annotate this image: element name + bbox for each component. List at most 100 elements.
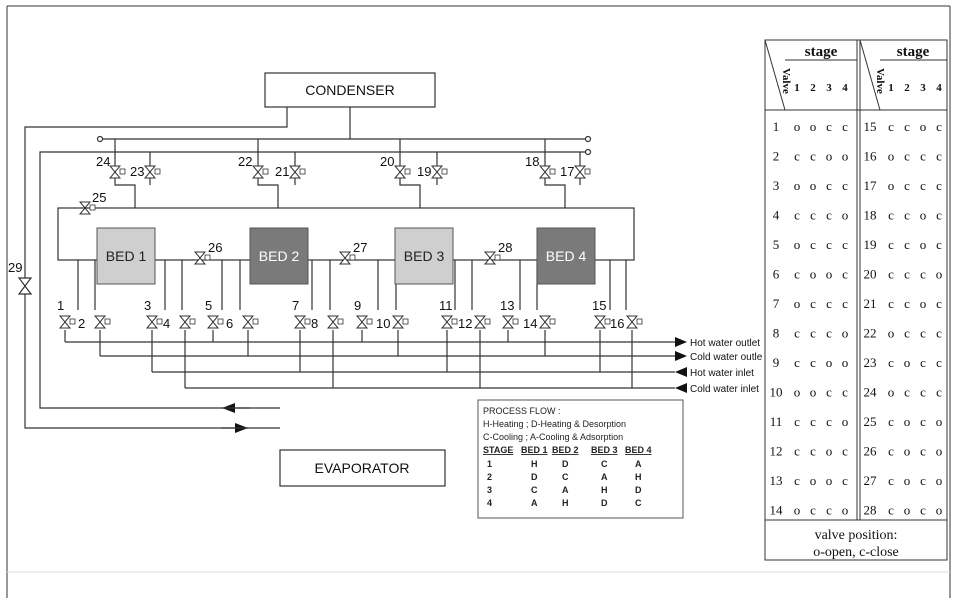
valve-position-cell: c	[904, 119, 910, 134]
valve-position-cell: o	[920, 237, 927, 252]
process-flow-cell: C	[635, 498, 642, 508]
evaporator-return-line	[39, 151, 280, 409]
valve-position-cell: c	[904, 296, 910, 311]
valve-number: 23	[130, 164, 144, 179]
valve-number: 9	[354, 298, 361, 313]
stage-number: 4	[936, 82, 942, 94]
valve-5: 5	[205, 298, 224, 329]
valve-position-cell: o	[794, 385, 801, 400]
valve-number: 4	[163, 316, 170, 331]
valve-position-cell: o	[888, 178, 895, 193]
valve-6: 6	[226, 315, 259, 331]
process-flow-header: BED 1	[521, 445, 548, 455]
valve-body	[206, 315, 220, 323]
valve-position-cell: o	[842, 414, 849, 429]
valve-number-cell: 26	[864, 444, 878, 459]
process-flow-box	[477, 399, 684, 519]
valve-body	[473, 315, 487, 323]
valve-number: 8	[311, 316, 318, 331]
valve-position-cell: c	[810, 444, 816, 459]
valve-number-cell: 6	[773, 267, 780, 282]
valve-number-cell: 22	[864, 326, 877, 341]
valve-body	[483, 251, 497, 259]
valve-actuator	[299, 168, 306, 175]
valve-position-cell: c	[842, 178, 848, 193]
valve-number-cell: 4	[773, 208, 780, 223]
valve-position-cell: c	[904, 385, 910, 400]
valve-body	[338, 251, 352, 259]
valve-number: 1	[57, 298, 64, 313]
valve-actuator	[89, 204, 96, 211]
valve-number: 3	[144, 298, 151, 313]
valve-body	[251, 165, 265, 173]
process-flow-cell: H	[531, 459, 538, 469]
valve-number-cell: 17	[864, 178, 878, 193]
valve-position-cell: o	[904, 503, 911, 518]
valve-position-cell: o	[936, 473, 943, 488]
valve-3: 3	[144, 298, 163, 329]
valve-body	[143, 165, 157, 173]
process-flow-header: BED 3	[591, 445, 618, 455]
valve-number: 11	[439, 298, 453, 313]
valve-body	[241, 315, 255, 323]
valve-28: 28	[483, 240, 512, 265]
valve-position-cell: o	[826, 149, 833, 164]
water-line-label: Hot water inlet	[690, 368, 754, 379]
valve-number: 6	[226, 316, 233, 331]
valve-body	[193, 257, 207, 265]
valve-20: 20	[380, 154, 411, 179]
valve-actuator	[512, 318, 519, 325]
valve-position-legend-2: o-open, c-close	[813, 545, 899, 560]
bed-box	[394, 227, 454, 285]
process-flow-cell: 1	[487, 459, 492, 469]
valve-17: 17	[560, 164, 591, 179]
valve-number-cell: 3	[773, 178, 780, 193]
valve-body	[391, 315, 405, 323]
header-diagonal-right	[859, 39, 881, 111]
valve-4: 4	[163, 315, 196, 331]
water-line-label: Cold water inlet	[690, 384, 759, 395]
valve-29-symbol	[17, 277, 33, 295]
valve-number-cell: 5	[773, 237, 780, 252]
valve-body	[178, 321, 192, 329]
valve-body	[288, 171, 302, 179]
header-diagonal-left	[764, 39, 786, 111]
water-line-label: Cold water outle	[690, 352, 763, 363]
valve-number-cell: 11	[770, 414, 783, 429]
valve-body	[440, 321, 454, 329]
valve-26: 26	[193, 240, 222, 265]
valve-body	[355, 315, 369, 323]
valve-number-cell: 19	[864, 237, 877, 252]
valve-19: 19	[417, 164, 448, 179]
process-flow-title: PROCESS FLOW :	[483, 406, 561, 416]
valve-actuator	[441, 168, 448, 175]
bed-down-lines	[77, 260, 627, 310]
valve-position-cell: c	[842, 444, 848, 459]
valve-position-cell: o	[904, 444, 911, 459]
process-flow-cell: D	[635, 485, 642, 495]
bed-box	[96, 227, 156, 285]
valve-number: 12	[458, 316, 472, 331]
valve-position-cell: c	[920, 385, 926, 400]
valve-body	[593, 321, 607, 329]
valve-position-cell: o	[842, 503, 849, 518]
valve-actuator	[204, 254, 211, 261]
valve-actuator	[584, 168, 591, 175]
valve-position-cell: c	[936, 326, 942, 341]
valve-position-cell: c	[936, 385, 942, 400]
valve-position-cell: c	[810, 414, 816, 429]
